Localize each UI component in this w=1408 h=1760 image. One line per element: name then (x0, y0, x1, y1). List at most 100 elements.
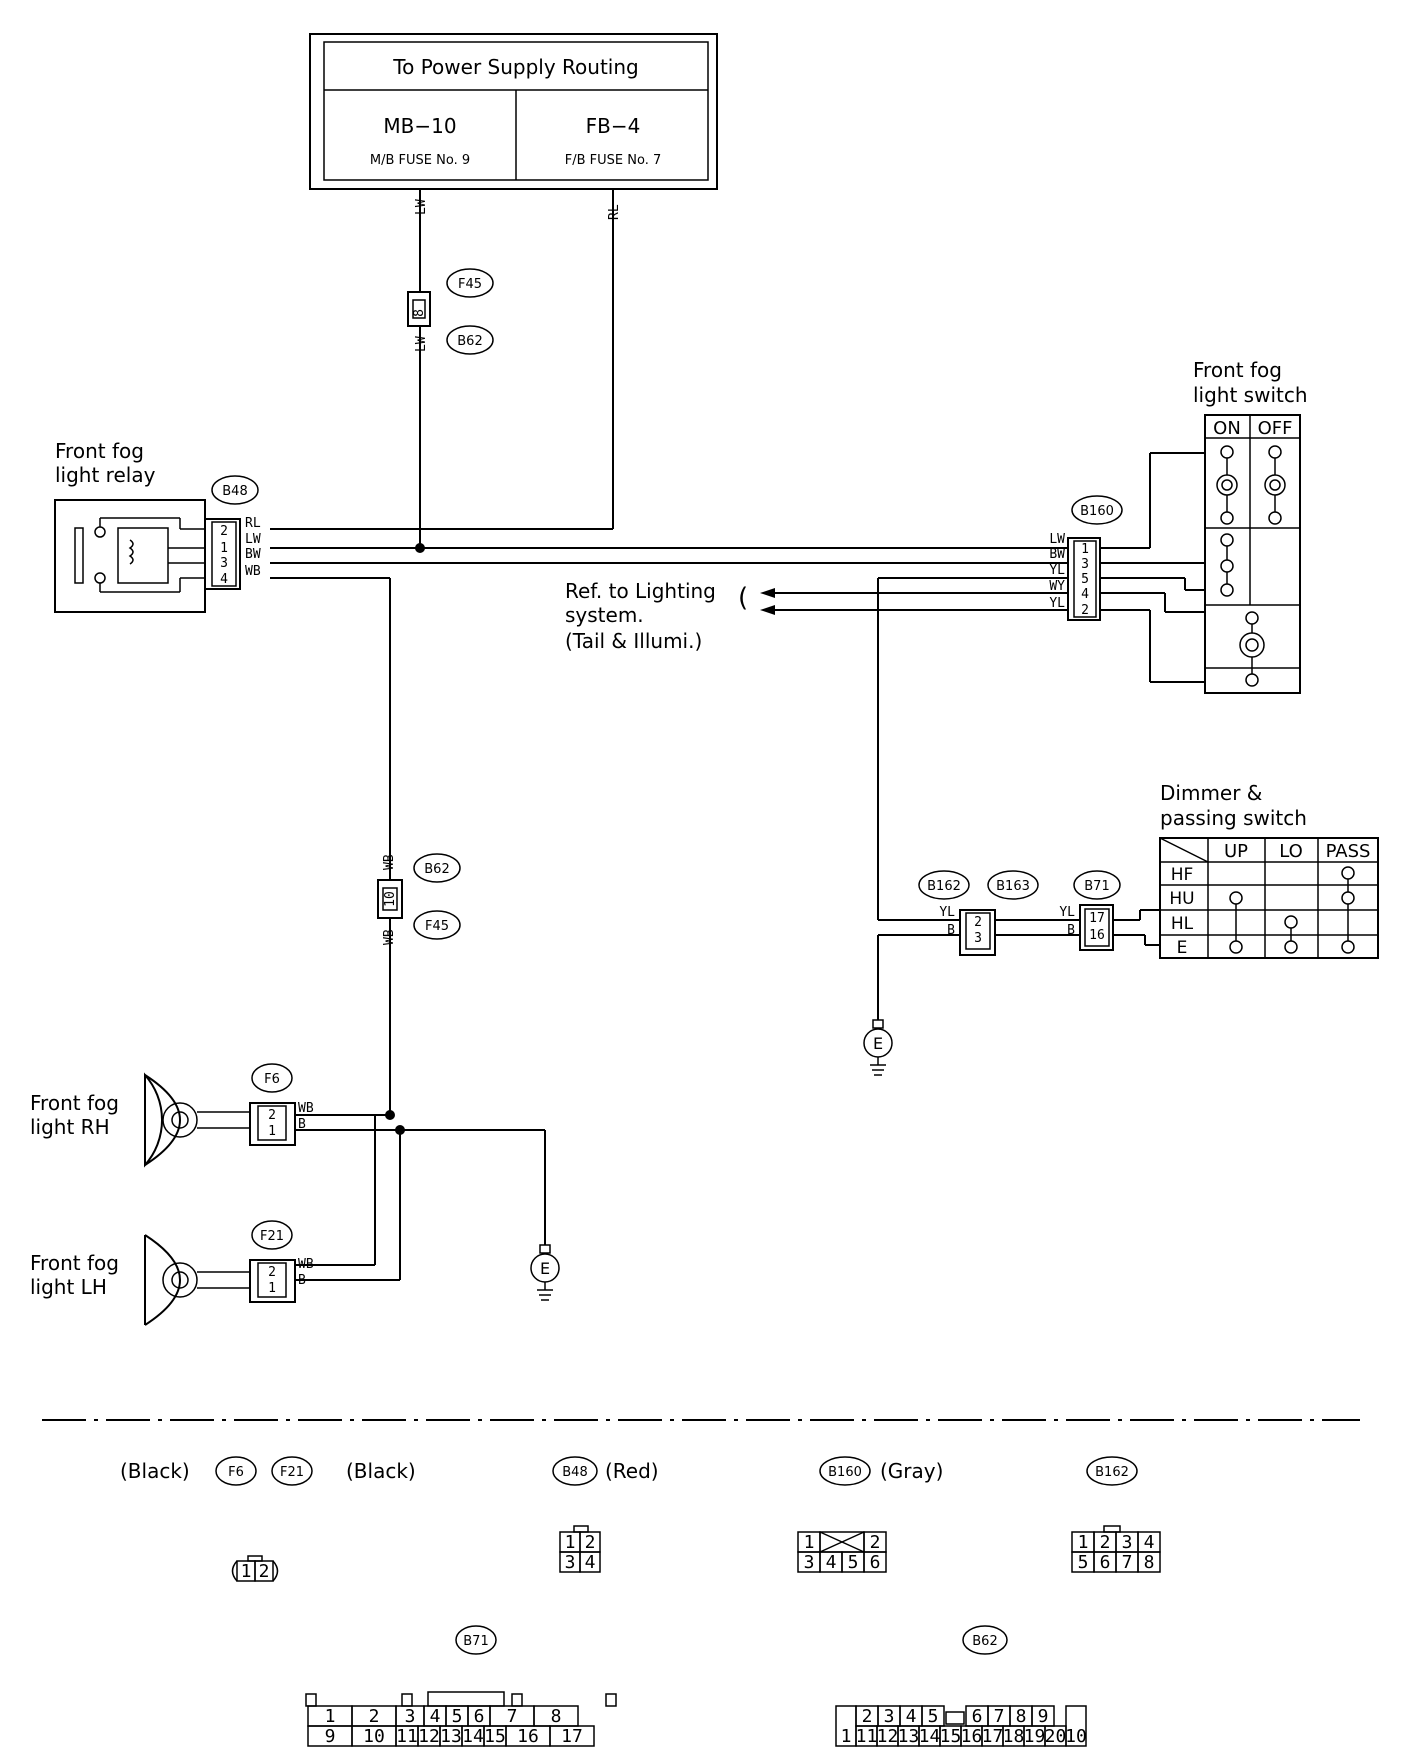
b162-b163-connector: 2 3 YL B B162 B163 (918, 870, 1039, 956)
legend-b160-pin: 5 (848, 1552, 859, 1573)
legend-b62-pin: 3 (884, 1706, 895, 1727)
legend-b62-pin: 20 (1045, 1726, 1067, 1747)
wire-label-wb: WB (382, 854, 397, 870)
fog-lh-label-2: light LH (30, 1275, 107, 1299)
b71-pin: 17 (1089, 911, 1105, 926)
f21-pin: 2 (268, 1265, 276, 1280)
b160-connector: 1 3 5 4 2 LW BW YL WY YL B160 (1049, 495, 1123, 621)
legend-b160-pin: 4 (826, 1552, 837, 1573)
fog-lh-label-1: Front fog (30, 1251, 119, 1275)
b71-tag: B71 (1084, 879, 1109, 894)
fog-rh-label-1: Front fog (30, 1091, 119, 1115)
legend-f21-color: (Black) (346, 1459, 416, 1483)
legend-b62-pin: 10 (1065, 1726, 1087, 1747)
junction-dot (415, 543, 425, 553)
b160-tag: B160 (1080, 504, 1114, 519)
wire-label-yl: YL (1049, 563, 1065, 578)
legend-b48-pin: 2 (585, 1532, 596, 1553)
legend-b162-tag: B162 (1095, 1465, 1129, 1480)
legend-b62-pin: 14 (919, 1726, 941, 1747)
b160-pin: 2 (1081, 603, 1089, 618)
fb4-label: FB−4 (586, 114, 641, 138)
wire-label-b: B (947, 923, 955, 938)
legend-b71-pin: 12 (418, 1726, 440, 1747)
fog-rh-label-2: light RH (30, 1115, 110, 1139)
legend-b62-pin: 4 (906, 1706, 917, 1727)
legend-b71-pin: 4 (430, 1706, 441, 1727)
ref-label-1: Ref. to Lighting (565, 579, 716, 603)
mb10-label: MB−10 (383, 114, 456, 138)
legend-f6-pin: 2 (259, 1561, 270, 1582)
b162-tag: B162 (927, 879, 961, 894)
ref-label-2: system. (565, 603, 644, 627)
legend-b48-pin: 4 (585, 1552, 596, 1573)
legend-b160: B160 (Gray) 1 2 3 4 5 6 (797, 1456, 943, 1573)
wires (270, 189, 1205, 1281)
legend-b71-pin: 5 (452, 1706, 463, 1727)
fog-light-lh: Front fog light LH 2 1 WB B F21 (30, 1220, 314, 1326)
legend-b160-pin: 2 (870, 1532, 881, 1553)
wire-label-lw: LW (1049, 532, 1065, 547)
b71-connector: 17 16 YL B B71 (1059, 870, 1121, 951)
fog-light-relay: Front fog light relay 2 1 3 4 RL LW BW W… (54, 439, 261, 613)
dimmer-col-up: UP (1224, 841, 1248, 862)
legend-b62-pin: 11 (856, 1726, 878, 1747)
legend-b62-pin: 12 (877, 1726, 899, 1747)
f21-pin: 1 (268, 1281, 276, 1296)
fog-switch-label-2: light switch (1193, 383, 1308, 407)
legend-b62-key (945, 1711, 965, 1725)
legend-b62-pin: 9 (1038, 1706, 1049, 1727)
inline-connector-lower: 10 WB WB B62 F45 (377, 853, 461, 945)
legend-b160-tag: B160 (828, 1465, 862, 1480)
ref-lighting: ( Ref. to Lighting system. (Tail & Illum… (565, 579, 775, 653)
f6-pin: 1 (268, 1124, 276, 1139)
ground-symbol-b162: E (863, 1019, 893, 1076)
b160-pin: 3 (1081, 557, 1089, 572)
f45-tag-upper: F45 (458, 277, 482, 292)
legend-b62-pin: 18 (1003, 1726, 1025, 1747)
legend-b71-tab (511, 1693, 523, 1707)
relay-label-2: light relay (55, 463, 156, 487)
f6-pin: 2 (268, 1108, 276, 1123)
legend-b160-pin: 3 (804, 1552, 815, 1573)
legend-b62-pin: 15 (940, 1726, 962, 1747)
dimmer-row-hl: HL (1171, 914, 1194, 934)
ground-label: E (873, 1034, 883, 1053)
b62-tag-lower: B62 (424, 862, 449, 877)
legend-b62-pin: 17 (982, 1726, 1004, 1747)
legend-b71-pin: 10 (363, 1726, 385, 1747)
legend-b48-tag: B48 (562, 1465, 587, 1480)
b62-tag-upper: B62 (457, 334, 482, 349)
legend-b62-pin: 7 (994, 1706, 1005, 1727)
legend-f21-tag: F21 (280, 1465, 304, 1480)
legend-b62-pin: 6 (972, 1706, 983, 1727)
relay-label-1: Front fog (55, 439, 144, 463)
legend-b71-pin: 1 (325, 1706, 336, 1727)
dimmer-passing-switch: Dimmer & passing switch UP LO PASS HF HU… (1159, 781, 1379, 959)
legend-b71-tab (401, 1693, 413, 1707)
f21-tag: F21 (260, 1229, 284, 1244)
legend-b160-pin: 6 (870, 1552, 881, 1573)
legend-b162-pin-cell (1137, 1551, 1161, 1573)
wire-label-b: B (298, 1117, 306, 1132)
wire-label-yl: YL (1059, 905, 1075, 920)
switch-on-label: ON (1213, 418, 1241, 439)
legend-b160-color: (Gray) (880, 1459, 943, 1483)
wire-label-wb: WB (298, 1257, 314, 1272)
legend-b71-pin-cell (549, 1725, 595, 1747)
legend-b71-tab (605, 1693, 617, 1707)
legend-b62-pin-cell (1065, 1705, 1087, 1747)
mb-fuse-label: M/B FUSE No. 9 (370, 153, 470, 168)
b160-pin: 5 (1081, 572, 1089, 587)
legend-b162-pin: 7 (1122, 1552, 1133, 1573)
dimmer-label-1: Dimmer & (1160, 781, 1262, 805)
fog-light-rh: Front fog light RH 2 1 WB B F6 (30, 1063, 314, 1168)
legend-b71-pin: 11 (396, 1726, 418, 1747)
wire-label-wb: WB (382, 929, 397, 945)
b160-pin: 4 (1081, 587, 1089, 602)
wire-label-rl: RL (607, 204, 622, 220)
dimmer-col-pass: PASS (1326, 841, 1371, 862)
legend-f6-pin: 1 (241, 1561, 252, 1582)
